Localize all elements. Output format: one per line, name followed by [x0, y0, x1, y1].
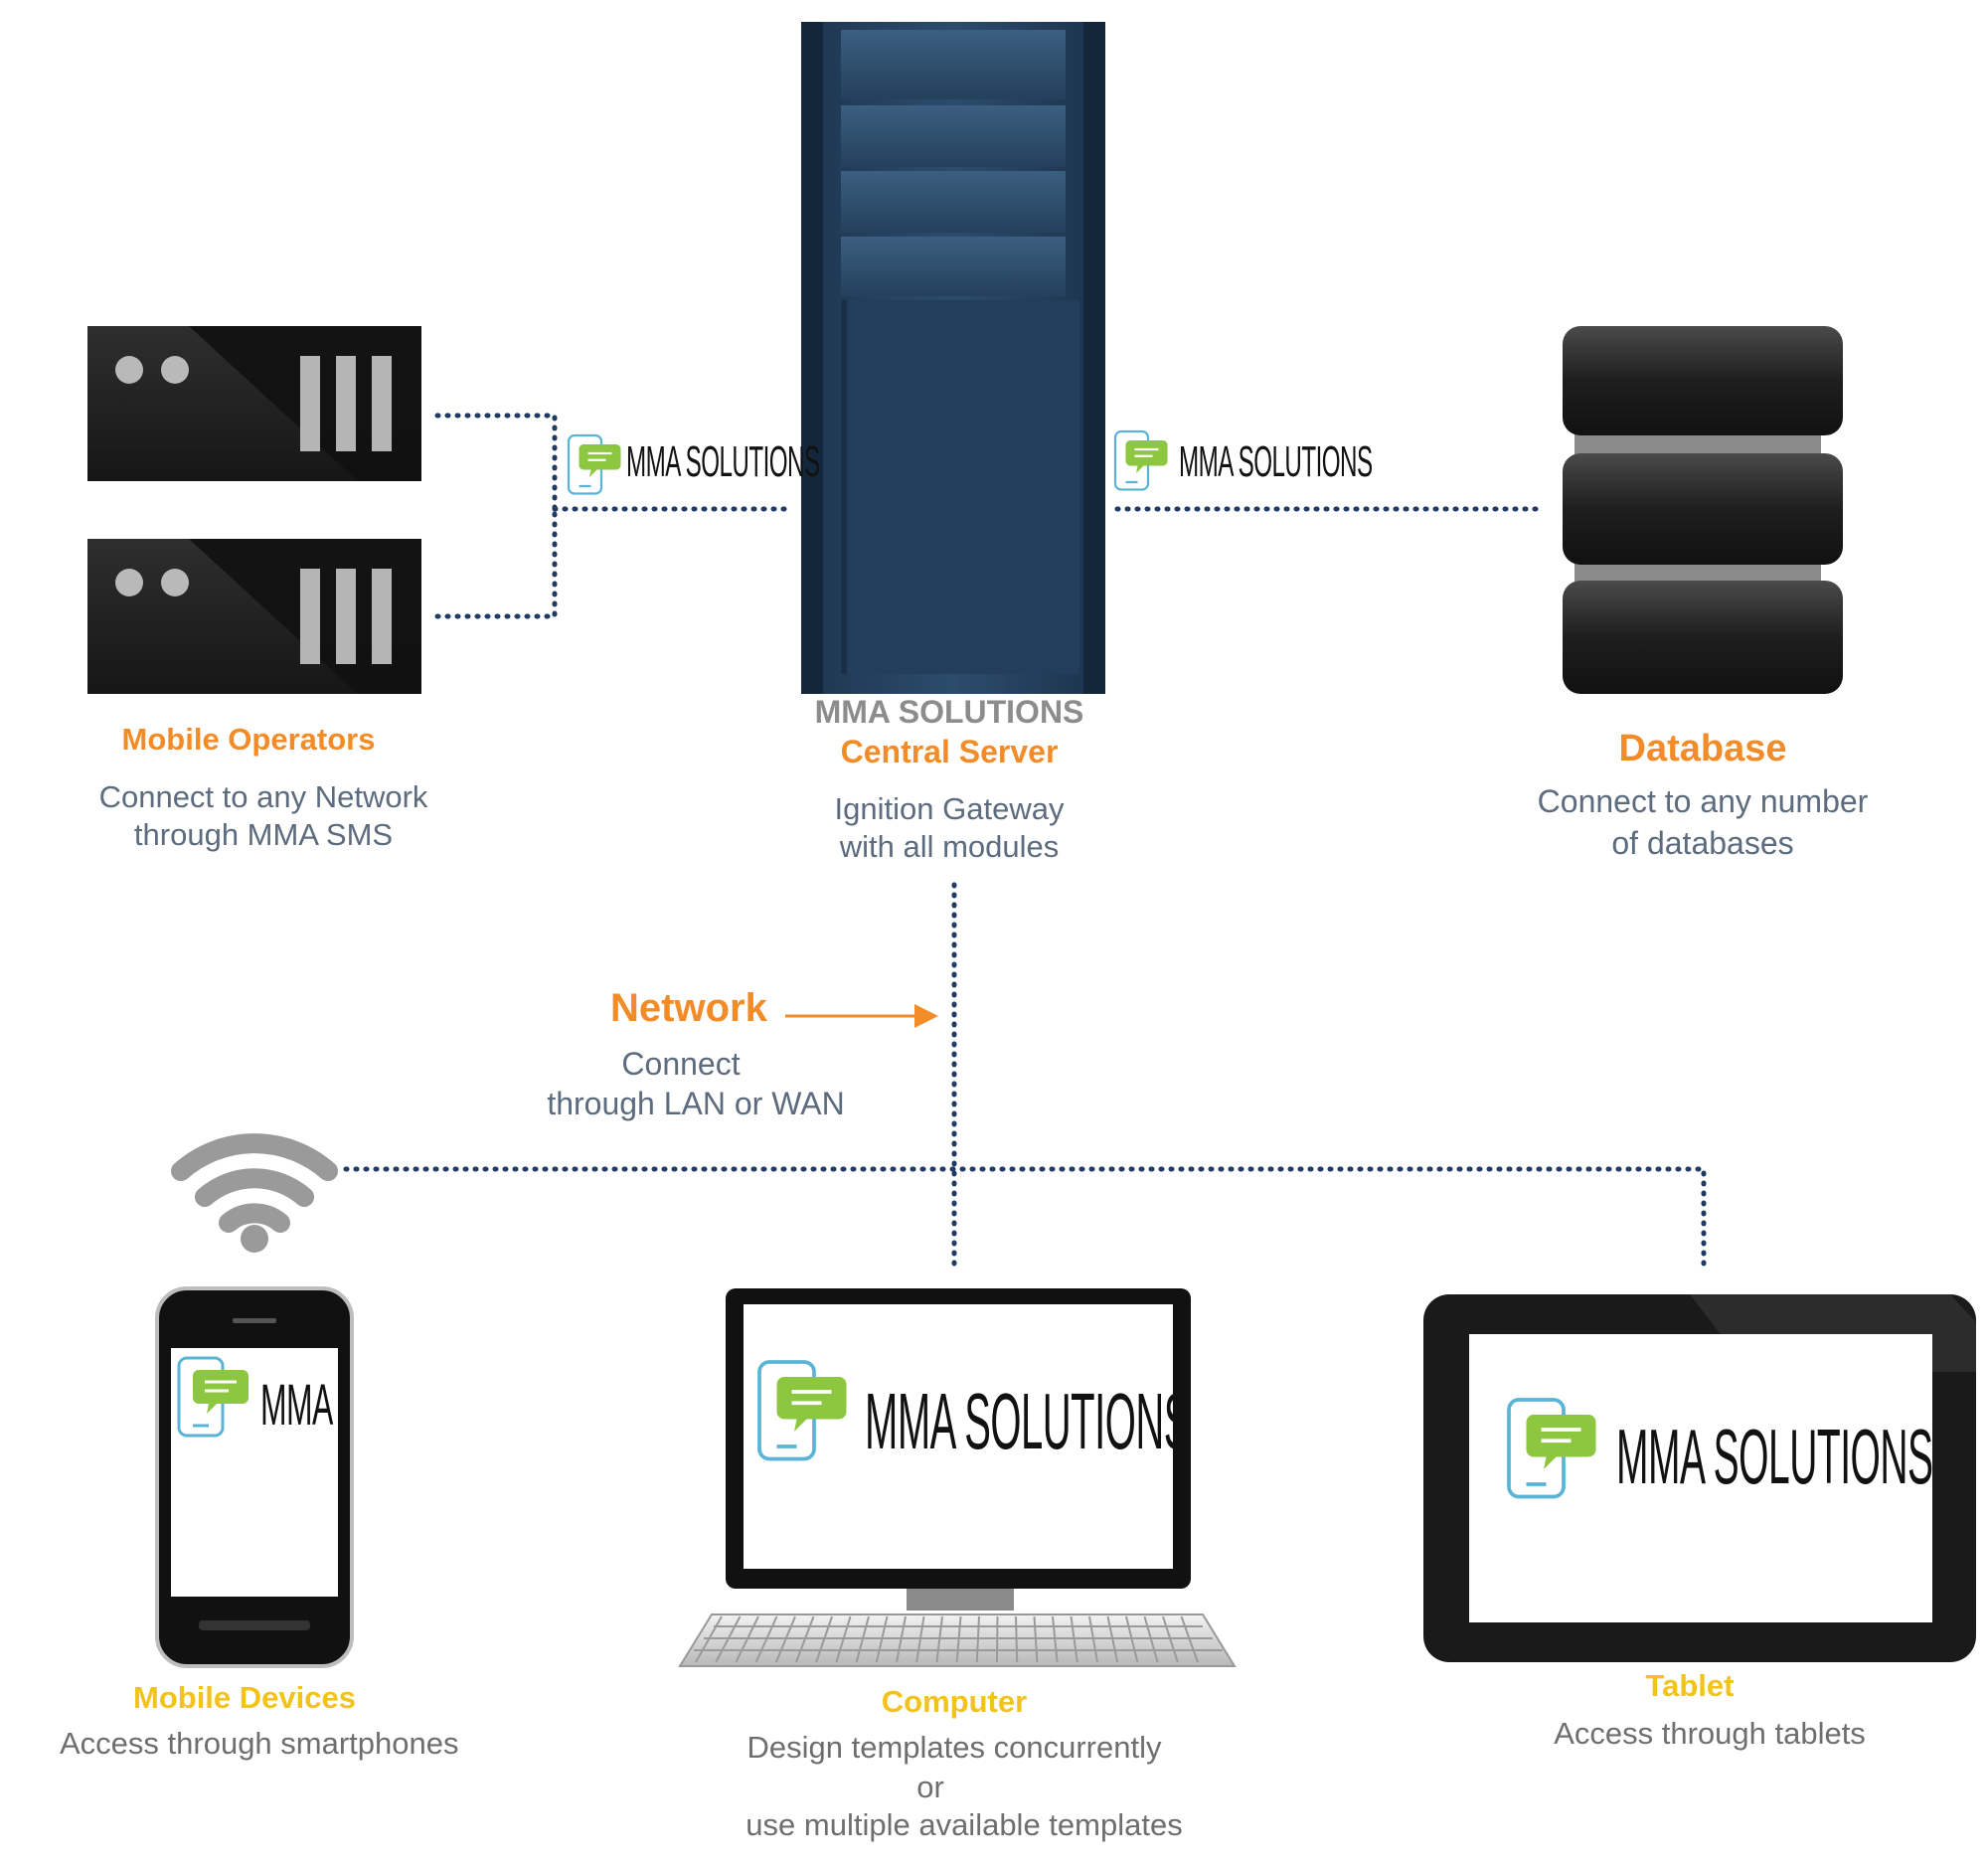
network-bus	[343, 1166, 1707, 1275]
database-desc-2: of databases	[1611, 825, 1794, 861]
chat-bubble-icon	[177, 1356, 248, 1438]
chat-bubble-icon	[177, 429, 1596, 1499]
computer-desc-2: or	[916, 1770, 944, 1804]
tablet-icon	[1423, 1294, 1976, 1662]
computer-desc-1: Design templates concurrently	[746, 1730, 1162, 1765]
chat-bubble-icon	[567, 433, 621, 495]
tablet-desc: Access through tablets	[1554, 1716, 1866, 1751]
chat-bubble-icon	[757, 1360, 847, 1461]
tablet-screen-logo: MMA SOLUTIONS	[1616, 1413, 1933, 1500]
operator-1-link	[434, 413, 558, 512]
server-icon	[87, 539, 421, 694]
central-server-desc-2: with all modules	[839, 829, 1060, 864]
mobile-operators-title: Mobile Operators	[121, 722, 376, 757]
monitor-screen-logo: MMA SOLUTIONS	[865, 1377, 1190, 1465]
server-icon	[87, 326, 421, 481]
network-desc-2: through LAN or WAN	[547, 1086, 845, 1121]
smartphone-icon	[155, 1286, 354, 1668]
central-server-brand: MMA SOLUTIONS	[814, 694, 1084, 730]
connection-lines	[343, 413, 1707, 1275]
computer-title: Computer	[881, 1684, 1028, 1719]
mobile-devices-desc: Access through smartphones	[60, 1726, 459, 1761]
phone-screen-logo: MMA	[260, 1373, 333, 1438]
central-server-desc-1: Ignition Gateway	[834, 791, 1065, 826]
central-server-title: Central Server	[840, 734, 1059, 769]
mobile-operators-desc-1: Connect to any Network	[98, 779, 428, 814]
database-desc-1: Connect to any number	[1537, 783, 1869, 819]
mobile-devices-title: Mobile Devices	[133, 1680, 356, 1715]
computer-desc-3: use multiple available templates	[746, 1807, 1183, 1842]
link-logo-right: MMA SOLUTIONS	[1179, 437, 1373, 486]
operator-2-link	[434, 506, 558, 619]
chat-bubble-icon	[1507, 1398, 1596, 1499]
keyboard-icon	[678, 1613, 1237, 1667]
network-desc-1: Connect	[621, 1046, 741, 1082]
network-title: Network	[610, 986, 767, 1030]
chat-bubble-icon	[1113, 429, 1168, 491]
mobile-operators-desc-2: through MMA SMS	[133, 817, 394, 852]
wifi-icon	[171, 1133, 338, 1253]
arrow-right-icon	[785, 1004, 938, 1028]
server-icon	[801, 22, 1105, 694]
tablet-title: Tablet	[1645, 1668, 1735, 1703]
link-logo-left: MMA SOLUTIONS	[626, 437, 820, 486]
database-title: Database	[1618, 728, 1787, 769]
database-icon	[1563, 326, 1843, 694]
